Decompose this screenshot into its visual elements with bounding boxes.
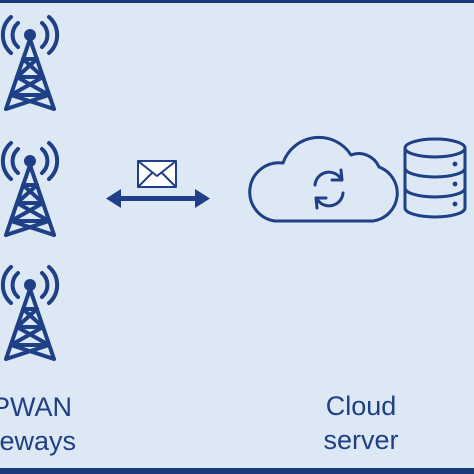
gateways-label-line2: teways: [0, 426, 77, 456]
cell-tower-icon: [0, 11, 64, 113]
cloud-label-line1: Cloud: [325, 391, 397, 421]
envelope-icon: [137, 160, 177, 188]
cell-tower-icon: [0, 261, 64, 363]
bidirectional-arrow-icon: [104, 157, 212, 213]
cell-tower-icon: [0, 137, 64, 239]
cloud-icon: [247, 129, 407, 225]
gateways-label-line1: PWAN: [0, 392, 72, 422]
sync-icon: [313, 168, 345, 210]
double-arrow: [106, 189, 210, 208]
database-icon: [400, 136, 470, 220]
cloud-label-line2: server: [323, 425, 399, 455]
gateways-label: PWAN teways: [0, 390, 92, 458]
cloud-server-label: Cloud server: [300, 389, 422, 457]
